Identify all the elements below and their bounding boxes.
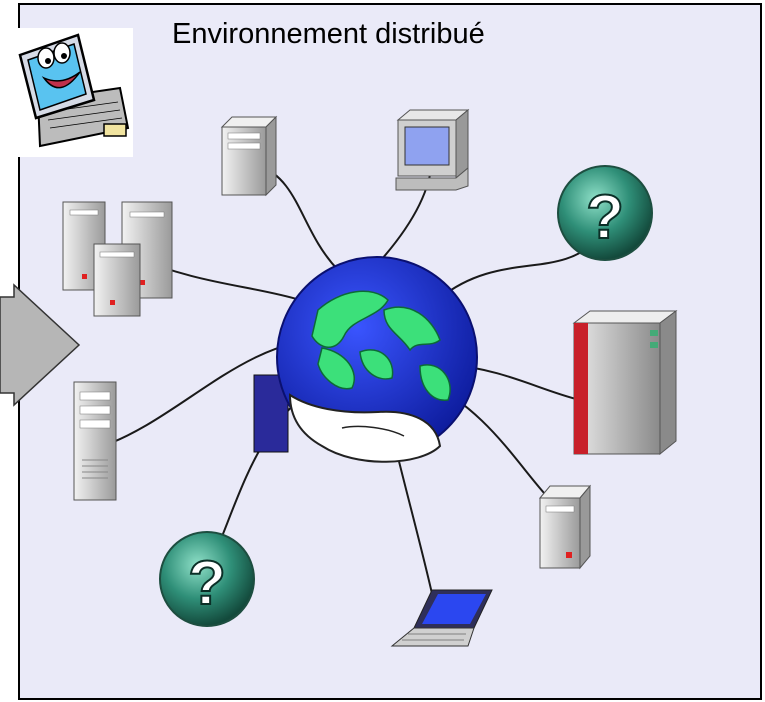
- gray-arrow-icon: [0, 283, 81, 407]
- cable-question-right: [439, 239, 597, 299]
- hand: [288, 393, 442, 463]
- svg-text:?: ?: [586, 183, 624, 252]
- question-mark-icon: ?: [159, 531, 255, 627]
- diagram-title: Environnement distribué: [172, 18, 485, 50]
- tower-server-icon: [220, 115, 278, 197]
- svg-text:?: ?: [188, 549, 226, 618]
- server-cluster-icon: [62, 201, 173, 317]
- right-tower-icon: [538, 484, 592, 570]
- mascot-icon: [16, 28, 133, 157]
- left-tower-icon: [73, 381, 117, 501]
- mainframe-icon: [572, 310, 678, 456]
- globe-icon: [253, 256, 478, 463]
- laptop-icon: [390, 589, 493, 647]
- question-mark-icon: ?: [557, 165, 653, 261]
- monitor-icon: [395, 108, 470, 191]
